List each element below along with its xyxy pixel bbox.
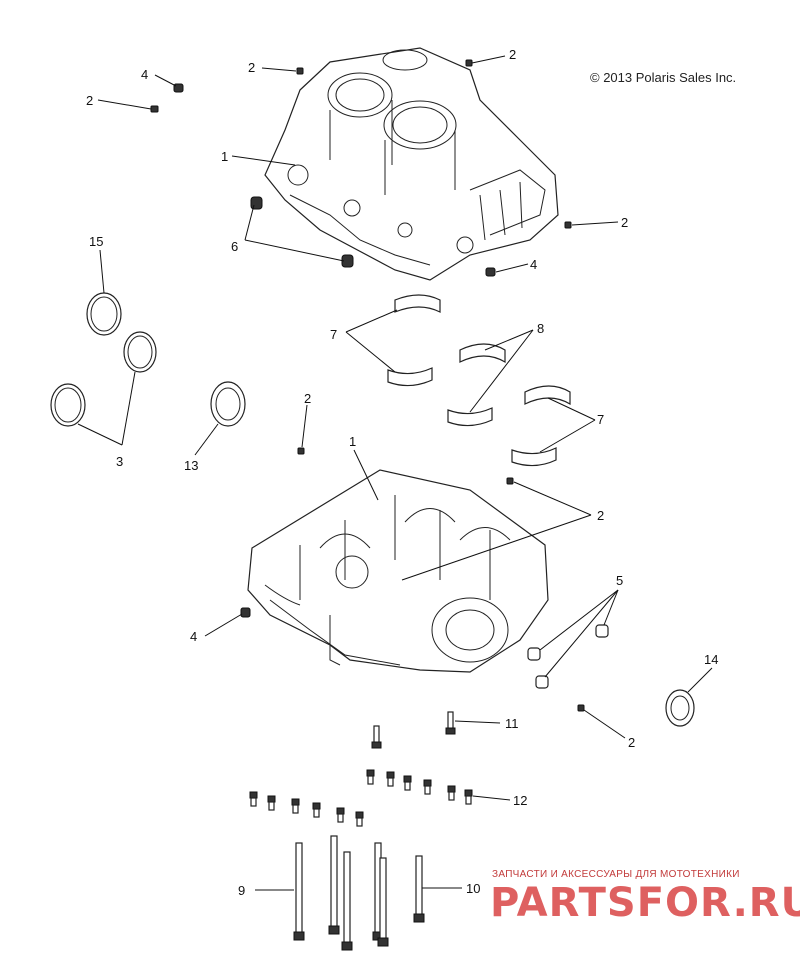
o-ring-3-upper bbox=[123, 331, 157, 373]
callout-8: 8 bbox=[537, 321, 544, 336]
dowel-2-top bbox=[296, 67, 304, 75]
dowel-2-bottom bbox=[577, 704, 585, 712]
callout-12: 12 bbox=[513, 793, 527, 808]
oil-seal-14 bbox=[665, 689, 695, 727]
callout-4-right: 4 bbox=[530, 257, 537, 272]
callout-13: 13 bbox=[184, 458, 198, 473]
callout-15: 15 bbox=[89, 234, 103, 249]
plug-4-top bbox=[173, 83, 184, 93]
bolts-short bbox=[249, 711, 473, 827]
callout-14: 14 bbox=[704, 652, 718, 667]
bushing-5-c bbox=[535, 675, 549, 689]
watermark-tagline: ЗАПЧАСТИ И АКСЕССУАРЫ ДЛЯ МОТОТЕХНИКИ bbox=[492, 869, 740, 880]
callout-5: 5 bbox=[616, 573, 623, 588]
dowel-2-left bbox=[150, 105, 159, 113]
dowel-2-lower bbox=[506, 477, 514, 485]
callout-9: 9 bbox=[238, 883, 245, 898]
callout-4-top: 4 bbox=[141, 67, 148, 82]
callout-1-bottom: 1 bbox=[349, 434, 356, 449]
bushing-6-top bbox=[250, 196, 263, 210]
dowel-2-right bbox=[465, 59, 473, 67]
watermark-brand: PARTSFOR.RU bbox=[490, 880, 800, 926]
leader-lines bbox=[77, 55, 713, 891]
callout-2-side: 2 bbox=[621, 215, 628, 230]
o-ring-15 bbox=[86, 292, 122, 336]
o-ring-3-lower bbox=[50, 383, 86, 427]
lower-crankcase bbox=[247, 469, 549, 673]
callout-10: 10 bbox=[466, 881, 480, 896]
dowel-2-side bbox=[564, 221, 572, 229]
callout-7-left: 7 bbox=[330, 327, 337, 342]
callout-4-lower: 4 bbox=[190, 629, 197, 644]
callout-1-top: 1 bbox=[221, 149, 228, 164]
bushing-5-b bbox=[527, 647, 541, 661]
upper-crankcase bbox=[264, 47, 559, 281]
callout-3: 3 bbox=[116, 454, 123, 469]
callout-2-bottom: 2 bbox=[628, 735, 635, 750]
bushing-5-a bbox=[595, 624, 609, 638]
callout-2-left: 2 bbox=[86, 93, 93, 108]
callout-2-lower: 2 bbox=[597, 508, 604, 523]
bolts-long bbox=[293, 835, 425, 951]
callout-2-mid: 2 bbox=[304, 391, 311, 406]
callout-2-top: 2 bbox=[248, 60, 255, 75]
dowel-2-mid bbox=[297, 447, 305, 455]
callout-2-right: 2 bbox=[509, 47, 516, 62]
callout-11: 11 bbox=[505, 716, 519, 731]
callout-7-right: 7 bbox=[597, 412, 604, 427]
copyright-text: © 2013 Polaris Sales Inc. bbox=[590, 70, 737, 85]
bearing-shells bbox=[387, 294, 571, 467]
callout-6: 6 bbox=[231, 239, 238, 254]
plug-4-lower bbox=[240, 607, 251, 618]
plug-4-right bbox=[485, 267, 496, 277]
